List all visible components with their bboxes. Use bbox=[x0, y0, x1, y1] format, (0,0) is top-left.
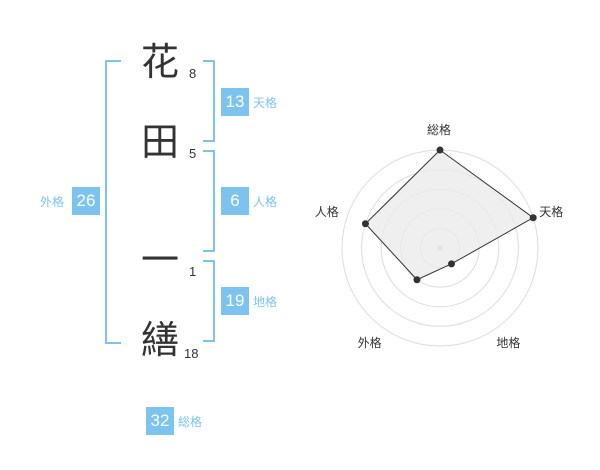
jinkaku-label: 人格 bbox=[253, 195, 278, 209]
jinkaku-value: 6 bbox=[221, 187, 249, 215]
name-char-4: 繕 bbox=[140, 318, 179, 362]
chikaku-bracket bbox=[203, 260, 215, 342]
gaikaku-bracket bbox=[105, 60, 121, 344]
name-char-2: 田 bbox=[140, 120, 179, 164]
name-char-3: 一 bbox=[140, 238, 179, 282]
tenkaku-value: 13 bbox=[221, 88, 249, 116]
radar-point-5 bbox=[361, 220, 369, 228]
radar-axis-label-2: 天格 bbox=[539, 204, 564, 219]
soukaku-value: 32 bbox=[146, 407, 174, 435]
radar-series-polygon bbox=[364, 149, 535, 281]
chikaku-label: 地格 bbox=[253, 295, 278, 309]
radar-point-4 bbox=[413, 276, 421, 284]
chikaku-value: 19 bbox=[221, 287, 249, 315]
stroke-count-3: 1 bbox=[189, 264, 197, 279]
radar-point-3 bbox=[448, 260, 456, 268]
radar-axis-label-3: 地格 bbox=[496, 336, 521, 351]
gaikaku-label: 外格 bbox=[40, 195, 65, 209]
radar-axis-label-5: 人格 bbox=[314, 204, 339, 219]
name-char-1: 花 bbox=[140, 40, 179, 84]
stroke-count-2: 5 bbox=[189, 146, 197, 161]
radar-axis-label-1: 総格 bbox=[427, 123, 452, 137]
soukaku-label: 総格 bbox=[178, 415, 203, 429]
gaikaku-value: 26 bbox=[72, 187, 100, 215]
jinkaku-bracket bbox=[203, 150, 215, 252]
radar-axis-label-4: 外格 bbox=[357, 336, 382, 351]
radar-point-2 bbox=[529, 214, 537, 222]
radar-point-1 bbox=[436, 146, 444, 154]
stroke-count-4: 18 bbox=[184, 346, 199, 361]
stroke-count-1: 8 bbox=[189, 66, 197, 81]
tenkaku-label: 天格 bbox=[253, 96, 278, 110]
tenkaku-bracket bbox=[203, 60, 215, 142]
